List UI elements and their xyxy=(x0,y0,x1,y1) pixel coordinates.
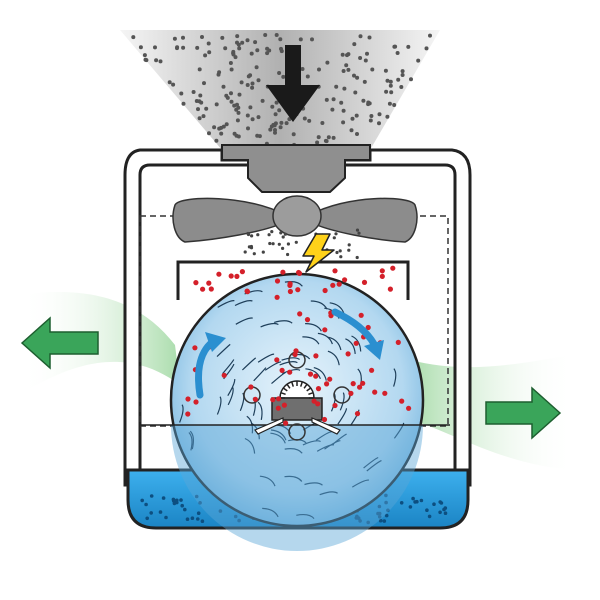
lightning-bolt-icon xyxy=(302,233,335,273)
intake-neck xyxy=(221,144,371,193)
right-arrow-icon xyxy=(485,386,562,440)
rotating-drum xyxy=(140,272,450,551)
trapped-pollutant-particles xyxy=(185,265,412,426)
curved-arrow-icon xyxy=(331,308,384,360)
left-arrow-icon xyxy=(20,316,99,370)
curved-arrow-icon xyxy=(195,332,226,399)
device-housing xyxy=(123,148,472,487)
ionizer-plate xyxy=(176,260,410,300)
fan xyxy=(172,195,418,243)
down-arrow-icon xyxy=(266,45,320,122)
